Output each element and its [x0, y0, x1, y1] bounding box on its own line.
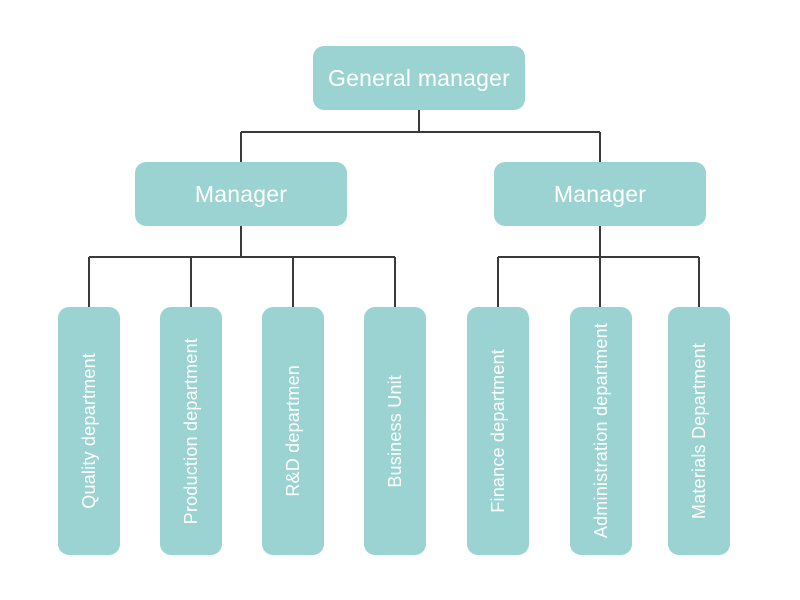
node-business-unit[interactable]: Business Unit — [364, 307, 426, 555]
node-quality-department[interactable]: Quality department — [58, 307, 120, 555]
node-label-manager-right: Manager — [553, 180, 647, 207]
node-label-administration-department: Administration department — [591, 323, 611, 539]
node-manager-left[interactable]: Manager — [135, 162, 347, 226]
node-finance-department[interactable]: Finance department — [467, 307, 529, 555]
node-production-department[interactable]: Production department — [160, 307, 222, 555]
node-general-manager[interactable]: General manager — [313, 46, 525, 110]
node-materials-department[interactable]: Materials Department — [668, 307, 730, 555]
node-label-finance-department: Finance department — [488, 349, 508, 513]
node-label-business-unit: Business Unit — [385, 374, 405, 488]
node-label-quality-department: Quality department — [79, 353, 99, 509]
node-label-manager-left: Manager — [194, 180, 288, 207]
node-label-rd-department: R&D departmen — [283, 365, 303, 497]
node-manager-right[interactable]: Manager — [494, 162, 706, 226]
node-administration-department[interactable]: Administration department — [570, 307, 632, 555]
node-label-materials-department: Materials Department — [689, 342, 709, 520]
node-label-production-department: Production department — [181, 337, 201, 525]
node-label-general-manager: General manager — [328, 64, 510, 91]
node-rd-department[interactable]: R&D departmen — [262, 307, 324, 555]
